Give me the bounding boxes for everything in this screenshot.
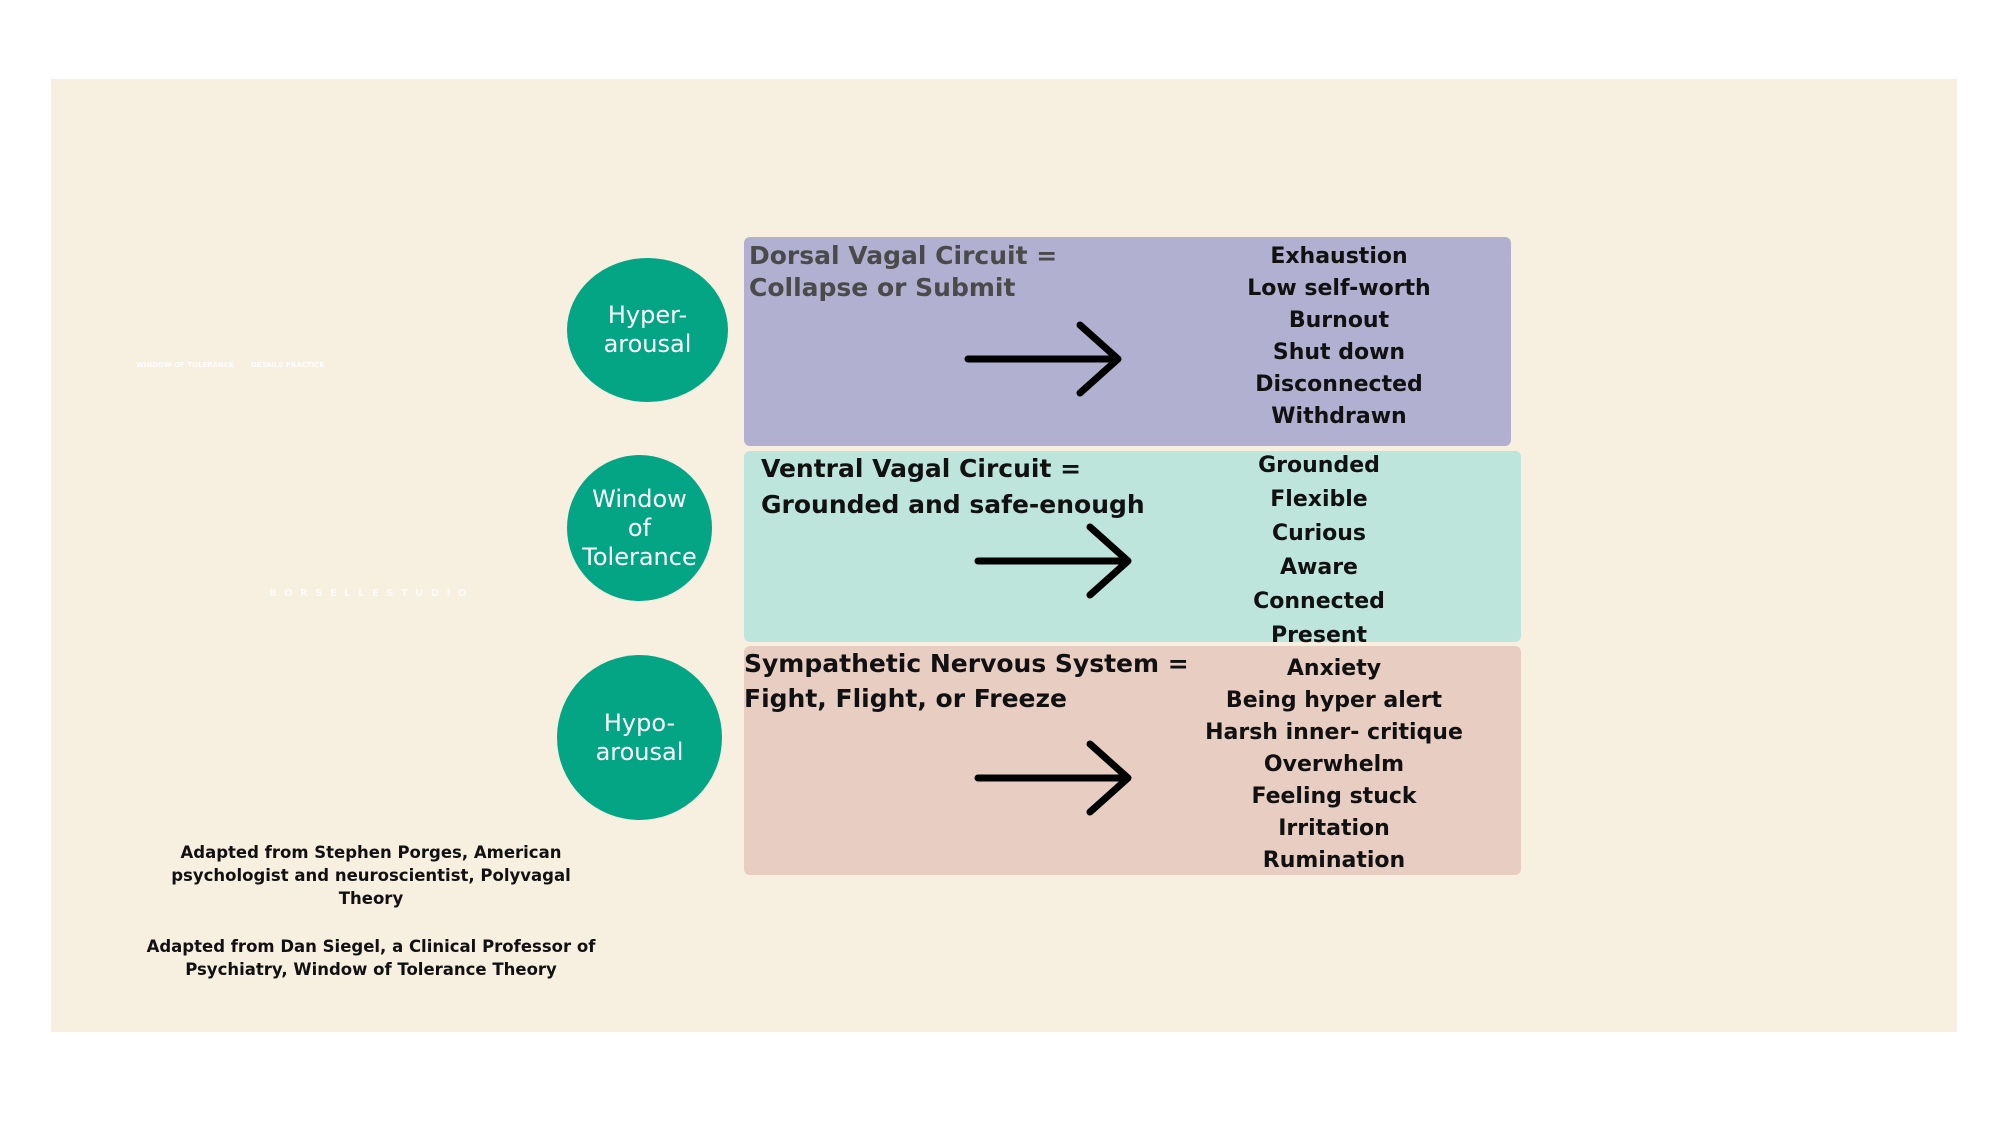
- ventral-vagal-box: Ventral Vagal Circuit = Grounded and saf…: [744, 451, 1521, 648]
- sympathetic-box: Sympathetic Nervous System = Fight, Flig…: [744, 646, 1521, 875]
- faint-mark-1: WINDOW OF TOLERANCE: [136, 361, 234, 369]
- list-item: Grounded: [1258, 453, 1380, 478]
- list-item: Flexible: [1270, 487, 1368, 512]
- list-item: Curious: [1271, 521, 1367, 546]
- ventral-title-line-2: Grounded and safe-enough: [761, 490, 1145, 519]
- hypoarousal-line-1: Hypo-: [603, 708, 676, 737]
- hyperarousal-circle: Hyper- arousal: [567, 258, 728, 402]
- porges-credit-line-1: Adapted from Stephen Porges, American: [180, 843, 562, 862]
- siegel-credit-line-2: Psychiatry, Window of Tolerance Theory: [185, 960, 557, 979]
- sympathetic-title-line-1: Sympathetic Nervous System =: [744, 649, 1189, 678]
- window-line-2: of: [627, 513, 652, 542]
- list-item: Connected: [1253, 589, 1385, 614]
- sympathetic-title-line-2: Fight, Flight, or Freeze: [744, 684, 1067, 713]
- sympathetic-items: Anxiety Being hyper alert Harsh inner- c…: [1189, 653, 1479, 877]
- diagram-canvas: WINDOW OF TOLERANCE DETAILS PRACTICE B O…: [51, 79, 1957, 1032]
- sympathetic-arrow-icon: [974, 740, 1132, 816]
- dorsal-title-line-2: Collapse or Submit: [749, 273, 1016, 302]
- list-item: Present: [1270, 623, 1368, 648]
- studio-watermark: B O R S E L L E S T U D I O: [269, 588, 469, 599]
- list-item: Irritation: [1278, 816, 1390, 841]
- window-of-tolerance-circle: Window of Tolerance: [567, 455, 712, 601]
- list-item: Withdrawn: [1271, 404, 1407, 429]
- list-item: Disconnected: [1255, 372, 1423, 397]
- porges-credit: Adapted from Stephen Porges, American ps…: [91, 841, 651, 910]
- list-item: Rumination: [1262, 848, 1406, 873]
- faint-mark-2: DETAILS PRACTICE: [251, 361, 325, 369]
- ventral-items: Grounded Flexible Curious Aware Connecte…: [1214, 451, 1424, 655]
- list-item: Shut down: [1272, 340, 1406, 365]
- dorsal-vagal-box: Dorsal Vagal Circuit = Collapse or Submi…: [744, 237, 1511, 446]
- window-line-1: Window: [592, 484, 687, 513]
- siegel-credit-line-1: Adapted from Dan Siegel, a Clinical Prof…: [146, 937, 596, 956]
- dorsal-title-line-1: Dorsal Vagal Circuit =: [749, 241, 1058, 270]
- list-item: Anxiety: [1286, 656, 1382, 681]
- list-item: Harsh inner- critique: [1205, 720, 1463, 745]
- hypoarousal-line-2: arousal: [595, 737, 684, 766]
- window-line-3: Tolerance: [582, 542, 697, 571]
- porges-credit-line-2: psychologist and neuroscientist, Polyvag…: [171, 866, 571, 885]
- sympathetic-title: Sympathetic Nervous System = Fight, Flig…: [744, 646, 1189, 716]
- list-item: Exhaustion: [1270, 244, 1408, 269]
- hyperarousal-line-1: Hyper-: [607, 301, 688, 329]
- ventral-arrow-icon: [974, 523, 1132, 599]
- porges-credit-line-3: Theory: [338, 889, 404, 908]
- ventral-vagal-title: Ventral Vagal Circuit = Grounded and saf…: [761, 451, 1145, 523]
- list-item: Being hyper alert: [1225, 688, 1443, 713]
- list-item: Burnout: [1288, 308, 1390, 333]
- dorsal-items: Exhaustion Low self-worth Burnout Shut d…: [1234, 237, 1444, 433]
- list-item: Overwhelm: [1263, 752, 1405, 777]
- dorsal-arrow-icon: [964, 321, 1122, 397]
- ventral-title-line-1: Ventral Vagal Circuit =: [761, 454, 1082, 483]
- hypoarousal-circle: Hypo- arousal: [557, 655, 722, 820]
- hyperarousal-line-2: arousal: [603, 330, 692, 358]
- dorsal-vagal-title: Dorsal Vagal Circuit = Collapse or Submi…: [749, 240, 1057, 304]
- list-item: Aware: [1280, 555, 1358, 580]
- list-item: Feeling stuck: [1251, 784, 1417, 809]
- list-item: Low self-worth: [1247, 276, 1431, 301]
- siegel-credit: Adapted from Dan Siegel, a Clinical Prof…: [91, 935, 651, 981]
